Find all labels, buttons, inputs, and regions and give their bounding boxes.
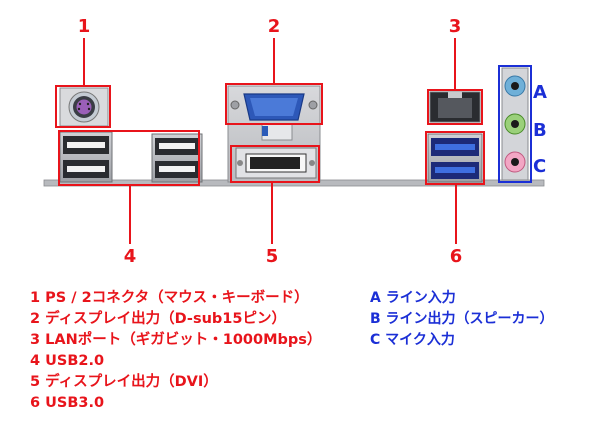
legend-item-b: B ライン出力（スピーカー） bbox=[370, 311, 554, 327]
ps2-connector bbox=[59, 87, 109, 127]
legend-item-6: 6 USB3.0 bbox=[30, 395, 105, 411]
legend-item-a: A ライン入力 bbox=[370, 290, 456, 306]
legend-item-4: 4 USB2.0 bbox=[30, 353, 105, 369]
legend-item-5: 5 ディスプレイ出力（DVI） bbox=[30, 374, 218, 390]
highlight-box-5 bbox=[230, 145, 320, 183]
callout-1: 1 bbox=[78, 16, 91, 37]
legend-item-1: 1 PS / 2コネクタ（マウス・キーボード） bbox=[30, 290, 309, 306]
callout-6: 6 bbox=[450, 246, 463, 267]
video-shield bbox=[227, 85, 321, 183]
audio-jacks bbox=[501, 67, 529, 181]
callout-4: 4 bbox=[124, 246, 137, 267]
callout-5: 5 bbox=[266, 246, 279, 267]
highlight-box-audio bbox=[498, 65, 532, 183]
usb2-ports bbox=[59, 131, 203, 183]
callout-3: 3 bbox=[449, 16, 462, 37]
lan-usb3-stack bbox=[427, 91, 483, 183]
callout-2: 2 bbox=[268, 16, 281, 37]
legend-item-3: 3 LANポート（ギガビット・1000Mbps） bbox=[30, 332, 322, 348]
callout-b: B bbox=[533, 120, 547, 141]
legend-item-c: C マイク入力 bbox=[370, 332, 455, 348]
callout-a: A bbox=[533, 82, 547, 103]
callout-c: C bbox=[533, 156, 546, 177]
legend-item-2: 2 ディスプレイ出力（D-sub15ピン） bbox=[30, 311, 286, 327]
